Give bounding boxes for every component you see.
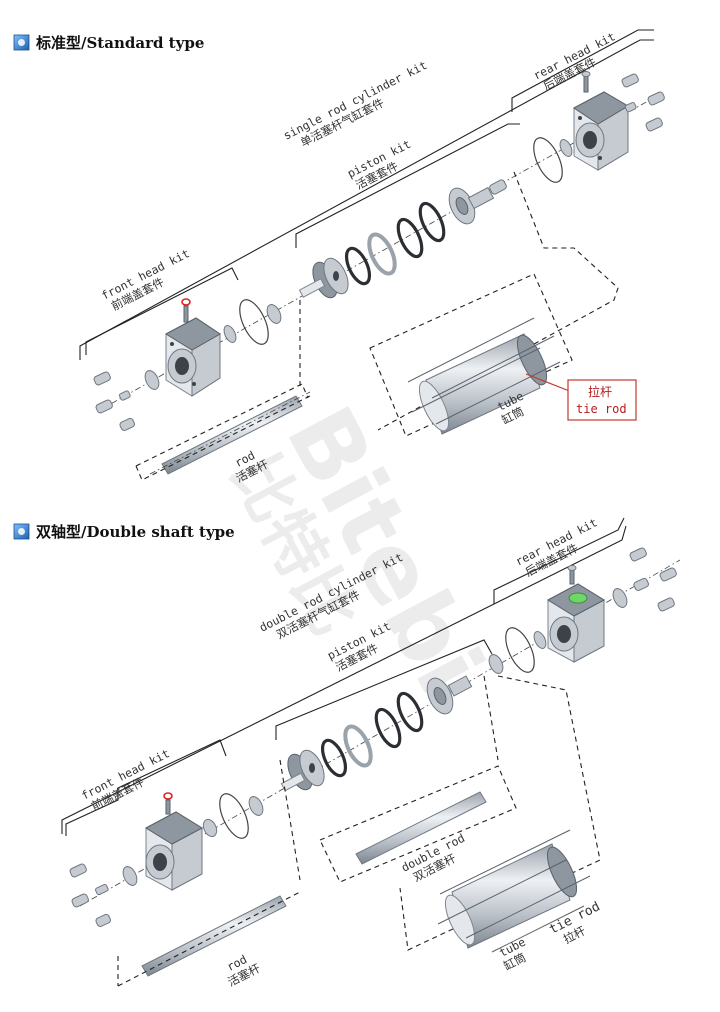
double-rod-outline <box>319 765 517 883</box>
front-screw-2 <box>163 792 173 815</box>
tie-rods <box>407 317 561 425</box>
front-head-block-2 <box>144 811 204 891</box>
front-bushing-2 <box>202 818 218 838</box>
label-cylinder-kit: single rod cylinder kit 单活塞杆气缸套件 <box>281 58 429 150</box>
piston-seal-2 <box>396 217 424 259</box>
rear-bushing-2 <box>533 631 547 649</box>
piston-ring-2-1 <box>343 724 373 768</box>
front-screw <box>181 298 191 323</box>
bracket-piston-kit-2 <box>275 639 493 740</box>
section-title-double: 双轴型/Double shaft type <box>36 523 235 541</box>
piston-head <box>448 186 495 225</box>
label-rod-2: rod 活塞杆 <box>224 952 263 989</box>
piston-group-outline-2 <box>399 675 601 951</box>
front-wiper <box>144 370 160 390</box>
front-gasket <box>239 299 269 345</box>
double-rod <box>355 791 487 865</box>
svg-text:tie rod: tie rod <box>576 402 627 416</box>
piston-ring-1 <box>367 232 397 276</box>
piston-group-outline <box>299 171 619 431</box>
front-head-block <box>164 317 221 397</box>
piston-head-2 <box>426 675 473 715</box>
bracket-piston-kit <box>295 123 520 248</box>
tube-group-outline <box>369 273 573 437</box>
piston-body-2 <box>280 749 325 792</box>
rear-gasket <box>533 137 563 183</box>
bracket-front-head-kit <box>85 267 239 355</box>
rear-seal-2 <box>488 654 504 674</box>
tube-2 <box>444 843 578 949</box>
bracket-rear-head-kit-2 <box>493 517 625 604</box>
rear-head-block-2 <box>546 583 606 663</box>
label-front-head-kit-2: front head kit 前端盖套件 <box>79 746 172 813</box>
label-piston-kit: piston kit 活塞套件 <box>345 137 413 192</box>
rear-wiper-2 <box>612 588 628 608</box>
rear-bushing <box>559 139 573 157</box>
piston-seal-2-1 <box>320 738 348 778</box>
label-rod: rod 活塞杆 <box>232 448 271 485</box>
section-icon <box>13 34 30 51</box>
front-wiper-2 <box>122 866 138 886</box>
tie-rods-2 <box>437 829 591 953</box>
svg-text:single rod cylinder kit: single rod cylinder kit <box>281 58 429 143</box>
section-icon <box>13 523 30 540</box>
rear-nuts <box>621 73 665 132</box>
bracket-cylinder-kit-2 <box>61 525 627 834</box>
piston-rod <box>149 391 311 475</box>
svg-text:拉杆: 拉杆 <box>588 384 612 399</box>
front-seal-2 <box>248 796 264 816</box>
tie-rod-leader <box>525 373 573 393</box>
piston-seal-2-2 <box>374 707 402 749</box>
label-tube-2: tube 缸筒 <box>497 935 528 973</box>
rear-nuts-2 <box>629 547 677 612</box>
rear-screw-2 <box>567 565 577 585</box>
front-nuts-2 <box>69 863 111 928</box>
rod-group-outline-2 <box>117 759 301 987</box>
bracket-front-head-kit-2 <box>65 739 227 836</box>
piston-body <box>298 257 349 299</box>
bracket-rear-head-kit <box>511 29 654 112</box>
front-seal <box>266 304 282 324</box>
section-double: 双轴型/Double shaft type rear head kit 后端盖套… <box>13 515 681 989</box>
front-nuts <box>93 371 135 432</box>
rear-gasket-2 <box>505 627 535 673</box>
piston-nut <box>489 179 507 195</box>
front-bushing <box>223 325 237 343</box>
rear-screw <box>581 71 591 93</box>
piston-seal-3 <box>418 201 446 243</box>
front-gasket-2 <box>219 793 249 839</box>
piston-seal-1 <box>344 246 372 286</box>
label-rear-head-kit: rear head kit 后端盖套件 <box>531 29 618 93</box>
section-title-standard: 标准型/Standard type <box>35 34 204 52</box>
bracket-cylinder-kit <box>79 39 654 360</box>
rear-head-block <box>573 91 629 171</box>
piston-seal-2-3 <box>396 691 424 733</box>
tie-rod-callout: 拉杆 tie rod <box>567 379 637 421</box>
